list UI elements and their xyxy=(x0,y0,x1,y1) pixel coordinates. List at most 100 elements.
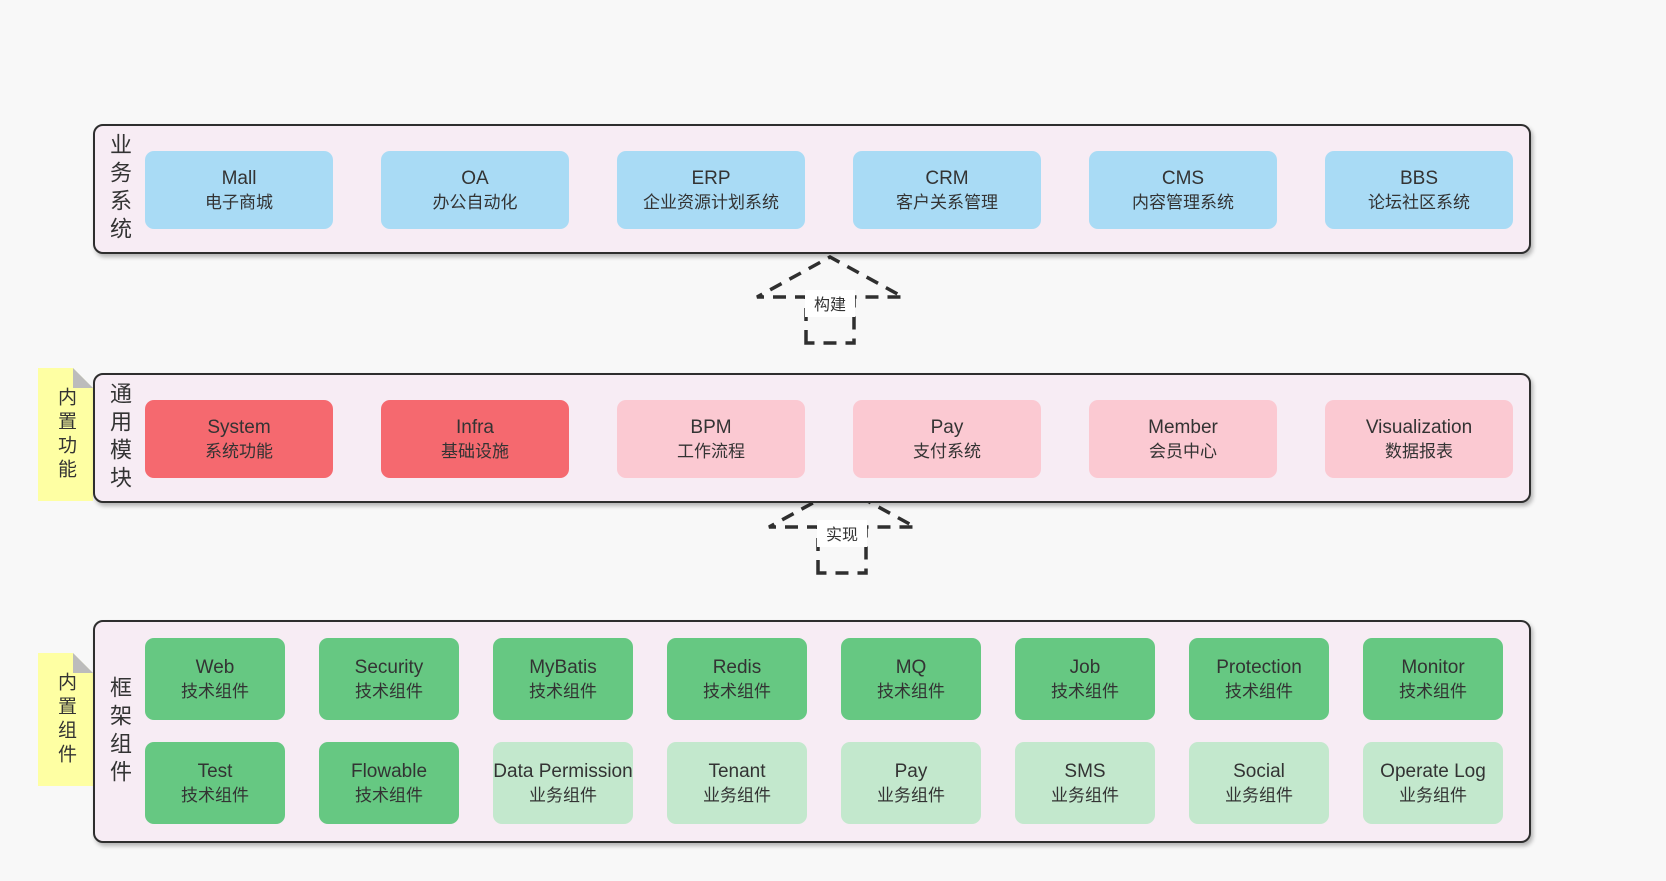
box-mybatis: MyBatis 技术组件 xyxy=(493,638,633,720)
box-subtitle: 企业资源计划系统 xyxy=(643,192,779,212)
box-title: ERP xyxy=(691,167,731,189)
box-subtitle: 业务组件 xyxy=(1225,785,1293,805)
box-subtitle: 客户关系管理 xyxy=(896,192,998,212)
box-subtitle: 技术组件 xyxy=(1051,681,1119,701)
box-row: Mall 电子商城 OA 办公自动化 ERP 企业资源计划系统 CRM 客户关系… xyxy=(145,151,1513,229)
arrow-label-background xyxy=(805,290,855,317)
box-subtitle: 业务组件 xyxy=(877,785,945,805)
box-web: Web 技术组件 xyxy=(145,638,285,720)
box-test: Test 技术组件 xyxy=(145,742,285,824)
box-mall: Mall 电子商城 xyxy=(145,151,333,229)
layer-common-modules: 通用模块 System 系统功能 Infra 基础设施 BPM 工作流程 Pay… xyxy=(93,373,1531,503)
box-subtitle: 内容管理系统 xyxy=(1132,192,1234,212)
box-pay-component: Pay 业务组件 xyxy=(841,742,981,824)
box-oa: OA 办公自动化 xyxy=(381,151,569,229)
layer-framework-components: 框架组件 Web 技术组件 Security 技术组件 MyBatis 技术组件… xyxy=(93,620,1531,843)
box-title: Operate Log xyxy=(1380,760,1486,782)
layer-business-systems: 业务系统 Mall 电子商城 OA 办公自动化 ERP 企业资源计划系统 CRM… xyxy=(93,124,1531,254)
box-subtitle: 技术组件 xyxy=(181,785,249,805)
box-title: Flowable xyxy=(350,760,428,782)
box-subtitle: 技术组件 xyxy=(529,681,597,701)
box-title: Monitor xyxy=(1401,656,1465,678)
layer-label: 通用模块 xyxy=(107,382,132,494)
box-title: Social xyxy=(1233,760,1285,782)
box-title: Mall xyxy=(221,167,257,189)
box-subtitle: 工作流程 xyxy=(677,441,745,461)
box-row: Test 技术组件 Flowable 技术组件 Data Permission … xyxy=(145,742,1503,824)
arrow-label-background xyxy=(817,520,867,547)
box-title: Pay xyxy=(894,760,928,782)
box-subtitle: 会员中心 xyxy=(1149,441,1217,461)
build-arrow: 构建 xyxy=(756,255,904,345)
box-row: Web 技术组件 Security 技术组件 MyBatis 技术组件 Redi… xyxy=(145,638,1503,720)
box-title: Pay xyxy=(930,416,964,438)
arrow-label: 实现 xyxy=(826,526,858,544)
box-subtitle: 技术组件 xyxy=(1225,681,1293,701)
box-title: MQ xyxy=(895,656,927,678)
box-data-permission: Data Permission 业务组件 xyxy=(493,742,633,824)
sticky-note-built-in-components: 内置组件 xyxy=(38,653,93,786)
box-subtitle: 技术组件 xyxy=(355,785,423,805)
box-social: Social 业务组件 xyxy=(1189,742,1329,824)
box-title: MyBatis xyxy=(529,656,597,678)
note-fold-corner xyxy=(73,653,93,673)
box-subtitle: 电子商城 xyxy=(205,192,273,212)
box-title: Web xyxy=(195,656,235,678)
layer-label: 业务系统 xyxy=(107,133,132,245)
arrow-up-icon xyxy=(756,255,904,345)
arrow-up-icon xyxy=(768,485,916,575)
sticky-note-label: 内置组件 xyxy=(55,671,76,768)
box-subtitle: 业务组件 xyxy=(529,785,597,805)
box-subtitle: 业务组件 xyxy=(1399,785,1467,805)
box-bpm: BPM 工作流程 xyxy=(617,400,805,478)
box-crm: CRM 客户关系管理 xyxy=(853,151,1041,229)
box-bbs: BBS 论坛社区系统 xyxy=(1325,151,1513,229)
box-subtitle: 基础设施 xyxy=(441,441,509,461)
box-flowable: Flowable 技术组件 xyxy=(319,742,459,824)
box-title: Visualization xyxy=(1365,416,1473,438)
implement-arrow: 实现 xyxy=(768,485,916,575)
box-subtitle: 业务组件 xyxy=(1051,785,1119,805)
box-sms: SMS 业务组件 xyxy=(1015,742,1155,824)
box-subtitle: 数据报表 xyxy=(1385,441,1453,461)
note-fold-corner xyxy=(73,368,93,388)
layer-label: 框架组件 xyxy=(107,675,132,788)
box-monitor: Monitor 技术组件 xyxy=(1363,638,1503,720)
box-subtitle: 论坛社区系统 xyxy=(1368,192,1470,212)
box-title: Protection xyxy=(1216,656,1302,678)
box-operate-log: Operate Log 业务组件 xyxy=(1363,742,1503,824)
box-title: Redis xyxy=(712,656,762,678)
box-mq: MQ 技术组件 xyxy=(841,638,981,720)
box-title: Infra xyxy=(455,416,495,438)
box-title: BBS xyxy=(1399,167,1439,189)
box-tenant: Tenant 业务组件 xyxy=(667,742,807,824)
box-subtitle: 支付系统 xyxy=(913,441,981,461)
box-system: System 系统功能 xyxy=(145,400,333,478)
box-title: BPM xyxy=(690,416,732,438)
box-subtitle: 技术组件 xyxy=(703,681,771,701)
box-title: Data Permission xyxy=(493,760,633,782)
sticky-note-label: 内置功能 xyxy=(55,386,76,483)
box-erp: ERP 企业资源计划系统 xyxy=(617,151,805,229)
box-redis: Redis 技术组件 xyxy=(667,638,807,720)
box-subtitle: 系统功能 xyxy=(205,441,273,461)
arrow-label: 构建 xyxy=(814,296,846,314)
box-subtitle: 业务组件 xyxy=(703,785,771,805)
box-security: Security 技术组件 xyxy=(319,638,459,720)
box-visualization: Visualization 数据报表 xyxy=(1325,400,1513,478)
box-title: Tenant xyxy=(708,760,766,782)
box-title: Member xyxy=(1148,416,1218,438)
box-protection: Protection 技术组件 xyxy=(1189,638,1329,720)
box-title: SMS xyxy=(1064,760,1106,782)
box-title: OA xyxy=(461,167,489,189)
box-cms: CMS 内容管理系统 xyxy=(1089,151,1277,229)
box-infra: Infra 基础设施 xyxy=(381,400,569,478)
box-subtitle: 技术组件 xyxy=(877,681,945,701)
box-pay: Pay 支付系统 xyxy=(853,400,1041,478)
box-subtitle: 技术组件 xyxy=(1399,681,1467,701)
box-subtitle: 办公自动化 xyxy=(432,192,518,212)
box-title: Test xyxy=(197,760,233,782)
sticky-note-built-in-features: 内置功能 xyxy=(38,368,93,501)
box-member: Member 会员中心 xyxy=(1089,400,1277,478)
